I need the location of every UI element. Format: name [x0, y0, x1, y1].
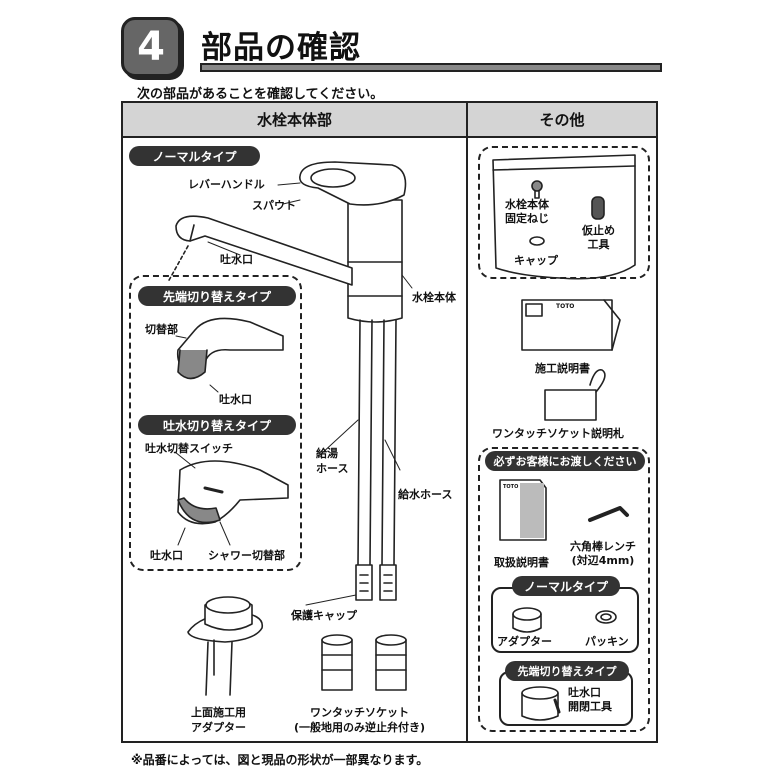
outlet-tool-icon: [521, 692, 559, 721]
tip-switch-type-badge: 先端切り替えタイプ: [138, 286, 296, 306]
cold-hose-label: 給水ホース: [398, 488, 453, 501]
footnote: ※品番によっては、図と現品の形状が一部異なります。: [131, 753, 429, 767]
outlet-switch-nozzle-icon: [177, 460, 289, 525]
switch-part-label: 切替部: [145, 323, 178, 336]
spout-label: スパウト: [252, 199, 296, 212]
outlet-tool-label: 吐水口開閉工具: [568, 686, 612, 713]
column-header-faucet-body: 水栓本体部: [123, 103, 466, 138]
step-number-badge: 4: [121, 17, 181, 77]
outlet-switch-type-badge: 吐水切り替えタイプ: [138, 415, 296, 435]
outlet-label-2: 吐水口: [219, 393, 252, 406]
outlet-switch-label: 吐水切替スイッチ: [145, 442, 233, 455]
title-underline: [200, 63, 662, 72]
outlet-label-3: 吐水口: [150, 549, 183, 562]
faucet-body-label: 水栓本体: [412, 291, 456, 304]
option-types-box: [129, 275, 302, 571]
packing-icon: [595, 610, 617, 624]
hex-wrench-icon: [588, 506, 629, 522]
shower-switch-label: シャワー切替部: [208, 549, 285, 562]
socket-tag-label: ワンタッチソケット説明札: [492, 427, 624, 440]
cap-label: キャップ: [514, 254, 558, 267]
protective-cap-label: 保護キャップ: [291, 609, 357, 622]
customer-items-box: [478, 447, 650, 732]
fixing-screw-label: 水栓本体固定ねじ: [505, 198, 549, 225]
normal-type-badge: ノーマルタイプ: [129, 146, 260, 166]
user-manual-label: 取扱説明書: [494, 556, 549, 569]
column-divider: [466, 101, 468, 743]
lever-handle-label: レバーハンドル: [188, 178, 265, 191]
normal-type-badge-right: ノーマルタイプ: [512, 576, 620, 596]
temp-tool-label: 仮止め工具: [582, 224, 615, 251]
column-header-others: その他: [468, 103, 656, 138]
page-title: 部品の確認: [201, 30, 361, 66]
customer-banner: 必ずお客様にお渡しください: [485, 451, 645, 471]
bag-items-box: [478, 146, 650, 279]
one-touch-socket-label: ワンタッチソケット(一般地用のみ逆止弁付き): [294, 706, 426, 734]
parts-table: [121, 101, 658, 743]
tip-switch-type-badge-right: 先端切り替えタイプ: [505, 661, 629, 681]
outlet-label: 吐水口: [220, 253, 253, 266]
socket-tag-icon: [544, 389, 597, 421]
intro-text: 次の部品があることを確認してください。: [137, 87, 384, 102]
one-touch-socket-icon: [321, 639, 407, 691]
packing-label: パッキン: [585, 635, 629, 648]
top-adapter-label: 上面施工用アダプター: [191, 706, 246, 734]
hot-hose-label: 給湯ホース: [316, 447, 349, 475]
hex-wrench-label: 六角棒レンチ(対辺4mm): [570, 540, 636, 567]
adapter-label: アダプター: [497, 635, 552, 648]
user-manual-brand: TOTO: [503, 484, 519, 490]
faucet-body-icon: [347, 199, 403, 323]
manual-brand: TOTO: [556, 303, 575, 310]
install-manual-label: 施工説明書: [535, 362, 590, 375]
